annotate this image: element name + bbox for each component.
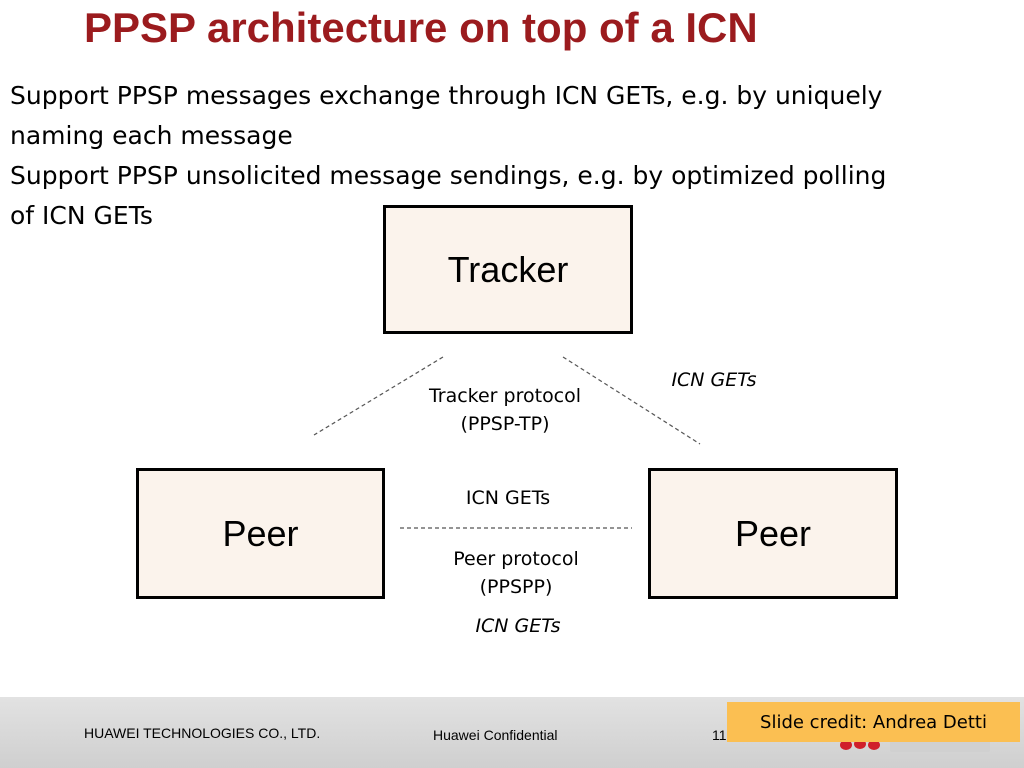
peer-protocol-line2: (PPSPP) (479, 576, 553, 598)
peer-box-left: Peer (136, 468, 385, 599)
tracker-label: Tracker (447, 248, 569, 290)
slide-title: PPSP architecture on top of a ICN (84, 4, 758, 51)
slide-credit-badge: Slide credit: Andrea Detti (727, 702, 1020, 742)
bullet-item: Support PPSP unsolicited message sending… (10, 161, 887, 230)
bullet-item: Support PPSP messages exchange through I… (10, 81, 883, 150)
icn-gets-middle-label: ICN GETs (465, 487, 551, 509)
tracker-protocol-label: Tracker protocol (PPSP-TP) (405, 382, 605, 438)
footer-confidential: Huawei Confidential (433, 727, 558, 743)
footer-page-number: 11 (712, 727, 727, 743)
peer-protocol-label: Peer protocol (PPSPP) (416, 545, 616, 601)
tracker-protocol-line1: Tracker protocol (428, 385, 582, 407)
peer-box-right: Peer (648, 468, 898, 599)
bullet-list: Support PPSP messages exchange through I… (10, 76, 890, 236)
peer-protocol-line1: Peer protocol (453, 548, 579, 570)
footer-company: HUAWEI TECHNOLOGIES CO., LTD. (84, 725, 321, 741)
peer-right-label: Peer (734, 512, 812, 554)
tracker-right-connector (562, 356, 701, 445)
tracker-protocol-line2: (PPSP-TP) (460, 413, 550, 435)
icn-gets-upper-label: ICN GETs (671, 369, 757, 391)
icn-gets-bottom-label: ICN GETs (475, 615, 561, 637)
tracker-box: Tracker (383, 205, 633, 334)
peer-left-label: Peer (222, 512, 299, 554)
